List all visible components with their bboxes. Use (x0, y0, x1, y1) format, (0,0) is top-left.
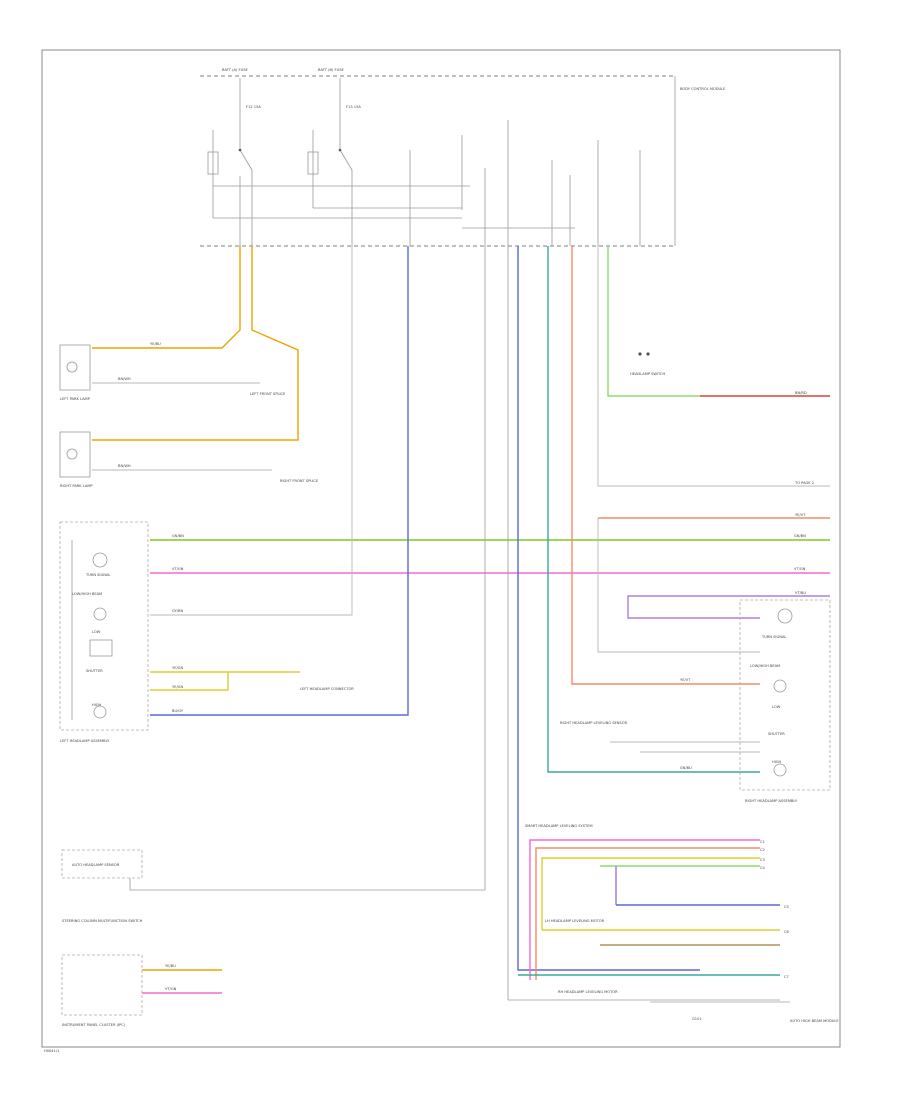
svg-text:G101: G101 (692, 1017, 702, 1021)
wire-park-right (92, 246, 299, 441)
leveling-system: SMART HEADLAMP LEVELING SYSTEM LH HEADLA… (518, 824, 790, 994)
svg-text:VT/GN: VT/GN (165, 987, 177, 991)
steering-column-switch: STEERING COLUMN MULTIFUNCTION SWITCH (62, 919, 143, 923)
wire-blue-right (517, 246, 700, 971)
svg-text:YE/VT: YE/VT (795, 513, 806, 517)
wire-yellow-shutter-1 (150, 671, 229, 691)
svg-text:BN/RD: BN/RD (795, 391, 807, 395)
fuse-a-label: BATT (A) FUSE (222, 68, 248, 72)
svg-text:SHUTTER: SHUTTER (86, 669, 103, 673)
svg-text:GY/BN: GY/BN (172, 609, 183, 613)
svg-text:BN/WH: BN/WH (118, 377, 131, 381)
wire-salmon-lowbeam (571, 246, 760, 685)
svg-text:GN/BU: GN/BU (680, 766, 692, 770)
svg-text:YE/BU: YE/BU (165, 964, 176, 968)
svg-text:C4: C4 (760, 866, 766, 870)
auto-headlamp-sensor: AUTO HEADLAMP SENSOR (61, 849, 190, 891)
fuse-d-label: F13 15A (346, 105, 361, 109)
svg-text:TO PAGE 2: TO PAGE 2 (794, 481, 814, 485)
svg-text:LEFT HEADLAMP ASSEMBLY: LEFT HEADLAMP ASSEMBLY (60, 739, 110, 743)
instrument-cluster: YE/BU VT/GN INSTRUMENT PANEL CLUSTER (IP… (61, 954, 222, 1027)
svg-text:HEADLAMP SWITCH: HEADLAMP SWITCH (630, 372, 666, 376)
svg-text:VT/BU: VT/BU (795, 591, 806, 595)
right-headlamp-assembly: TURN SIGNAL LOW/HIGH BEAM LOW SHUTTER HI… (739, 599, 831, 803)
svg-text:LEFT FRONT SPLICE: LEFT FRONT SPLICE (250, 392, 286, 396)
svg-text:HIGH: HIGH (92, 703, 102, 707)
svg-text:TURN SIGNAL: TURN SIGNAL (761, 635, 786, 639)
svg-text:C7: C7 (784, 975, 789, 979)
svg-text:LOW: LOW (92, 630, 101, 634)
svg-text:BU/GY: BU/GY (172, 709, 184, 713)
svg-text:TURN SIGNAL: TURN SIGNAL (85, 573, 110, 577)
svg-text:LOW/HIGH BEAM: LOW/HIGH BEAM (72, 592, 102, 596)
bcm-section: BODY CONTROL MODULE BATT (A) FUSE BATT (… (200, 68, 726, 247)
svg-text:GN/BN: GN/BN (172, 534, 184, 538)
svg-text:RIGHT HEADLAMP ASSEMBLY: RIGHT HEADLAMP ASSEMBLY (745, 799, 798, 803)
svg-text:RIGHT PARK LAMP: RIGHT PARK LAMP (60, 484, 93, 488)
svg-text:SMART HEADLAMP LEVELING SYSTEM: SMART HEADLAMP LEVELING SYSTEM (525, 824, 593, 828)
svg-text:AUTO HIGH BEAM MODULE: AUTO HIGH BEAM MODULE (790, 1019, 839, 1023)
svg-text:YE/GN: YE/GN (172, 666, 183, 670)
svg-text:YE/VT: YE/VT (680, 678, 691, 682)
svg-text:VT/GN: VT/GN (794, 567, 806, 571)
svg-text:BN/WH: BN/WH (118, 464, 131, 468)
wire-blue-high (150, 246, 409, 716)
svg-text:LOW: LOW (772, 705, 781, 709)
diagram-frame (41, 49, 841, 1048)
svg-text:HIGH: HIGH (772, 760, 782, 764)
svg-text:C1: C1 (760, 840, 765, 844)
fuse-b-label: BATT (B) FUSE (318, 68, 345, 72)
svg-text:C3: C3 (760, 858, 765, 862)
svg-text:RIGHT FRONT SPLICE: RIGHT FRONT SPLICE (280, 479, 319, 483)
left-headlamp-assembly: TURN SIGNAL LOW/HIGH BEAM LOW SHUTTER HI… (59, 521, 149, 743)
wire-code-org: YE/BU (150, 342, 161, 346)
svg-text:LEFT PARK LAMP: LEFT PARK LAMP (60, 397, 91, 401)
wire-park-left (92, 246, 241, 349)
svg-text:RIGHT HEADLAMP LEVELING SENSOR: RIGHT HEADLAMP LEVELING SENSOR (560, 721, 628, 725)
svg-text:C5: C5 (784, 905, 789, 909)
wire-violet (627, 595, 830, 619)
svg-text:INSTRUMENT PANEL CLUSTER (IPC): INSTRUMENT PANEL CLUSTER (IPC) (62, 1023, 126, 1027)
svg-text:VT/GN: VT/GN (172, 567, 184, 571)
svg-text:STEERING COLUMN MULTIFUNCTION: STEERING COLUMN MULTIFUNCTION SWITCH (62, 919, 143, 923)
svg-text:GN/BN: GN/BN (794, 534, 806, 538)
wire-gray-low (150, 246, 353, 616)
svg-text:C6: C6 (784, 930, 790, 934)
right-park-lamp: RIGHT PARK LAMP (59, 431, 93, 488)
relay-switch-right (339, 149, 353, 171)
svg-text:RH HEADLAMP LEVELING MOTOR: RH HEADLAMP LEVELING MOTOR (558, 990, 618, 994)
svg-text:LH HEADLAMP LEVELING MOTOR: LH HEADLAMP LEVELING MOTOR (545, 919, 605, 923)
svg-text:C2: C2 (760, 848, 765, 852)
fuse-c-label: F12 15A (246, 105, 261, 109)
relay-switch-left (239, 149, 253, 171)
svg-text:YE/GN: YE/GN (172, 685, 183, 689)
bcm-label: BODY CONTROL MODULE (680, 87, 726, 91)
left-park-lamp: LEFT PARK LAMP (59, 344, 91, 401)
wire-teal-high (547, 246, 760, 773)
svg-text:AUTO HEADLAMP SENSOR: AUTO HEADLAMP SENSOR (72, 863, 120, 867)
svg-text:LEFT HEADLAMP CONNECTOR: LEFT HEADLAMP CONNECTOR (300, 687, 354, 691)
svg-text:SHUTTER: SHUTTER (768, 732, 785, 736)
svg-text:LOW/HIGH BEAM: LOW/HIGH BEAM (750, 664, 780, 668)
page-code: H0041/1 (44, 1049, 59, 1053)
